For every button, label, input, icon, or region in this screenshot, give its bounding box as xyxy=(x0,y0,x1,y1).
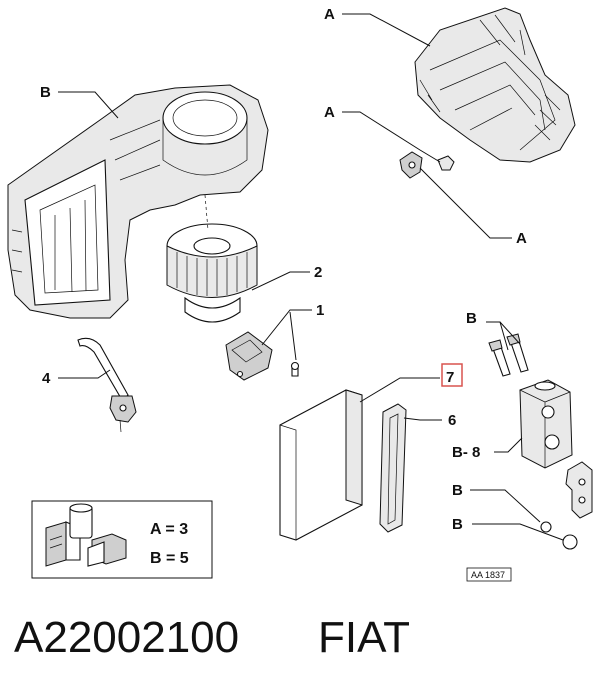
bracket xyxy=(565,461,593,519)
filter-frame-part-6 xyxy=(379,403,407,533)
legend-row-b: B = 5 xyxy=(150,550,189,567)
brand-name: FIAT xyxy=(318,613,411,662)
label-b-ring-2: B xyxy=(452,516,463,533)
housing-part-a xyxy=(414,7,576,163)
label-a-housing: A xyxy=(324,6,335,23)
label-b-8: B- 8 xyxy=(452,444,480,461)
label-b-unit: B xyxy=(40,84,51,101)
diagram-reference: AA 1837 xyxy=(471,570,505,580)
callout-labels: A A A B 2 1 4 7 6 B B- 8 B B xyxy=(40,6,527,533)
hvac-unit-part-b xyxy=(7,84,269,319)
sensor-part-4 xyxy=(77,337,137,433)
cabin-filter-part-7 xyxy=(279,389,363,541)
label-2: 2 xyxy=(314,264,322,281)
label-7: 7 xyxy=(446,369,454,386)
part-code: A22002100 xyxy=(14,613,240,662)
exploded-parts-diagram: A A A B 2 1 4 7 6 B B- 8 B B A = 3 B = 5… xyxy=(7,6,593,582)
label-b-ring-1: B xyxy=(452,482,463,499)
footer: A22002100 FIAT xyxy=(14,612,594,672)
label-4: 4 xyxy=(42,370,51,387)
blower-motor-part-2 xyxy=(166,194,258,323)
kit-icon xyxy=(45,503,127,567)
label-1: 1 xyxy=(316,302,324,319)
leader-lines xyxy=(58,13,564,541)
clip-part-a xyxy=(399,151,455,179)
o-rings-part-b xyxy=(540,521,578,550)
expansion-valve-part-8 xyxy=(519,379,573,469)
resistor-part-1 xyxy=(225,331,300,381)
quantity-legend: A = 3 B = 5 xyxy=(31,500,213,579)
bolts-part-b xyxy=(488,333,529,377)
legend-row-a: A = 3 xyxy=(150,521,188,538)
label-7-highlight-box xyxy=(441,363,463,387)
diagram-reference-tag: AA 1837 xyxy=(466,567,512,582)
label-a-clip: A xyxy=(324,104,335,121)
label-b-bolts: B xyxy=(466,310,477,327)
label-6: 6 xyxy=(448,412,456,429)
label-a-lower: A xyxy=(516,230,527,247)
